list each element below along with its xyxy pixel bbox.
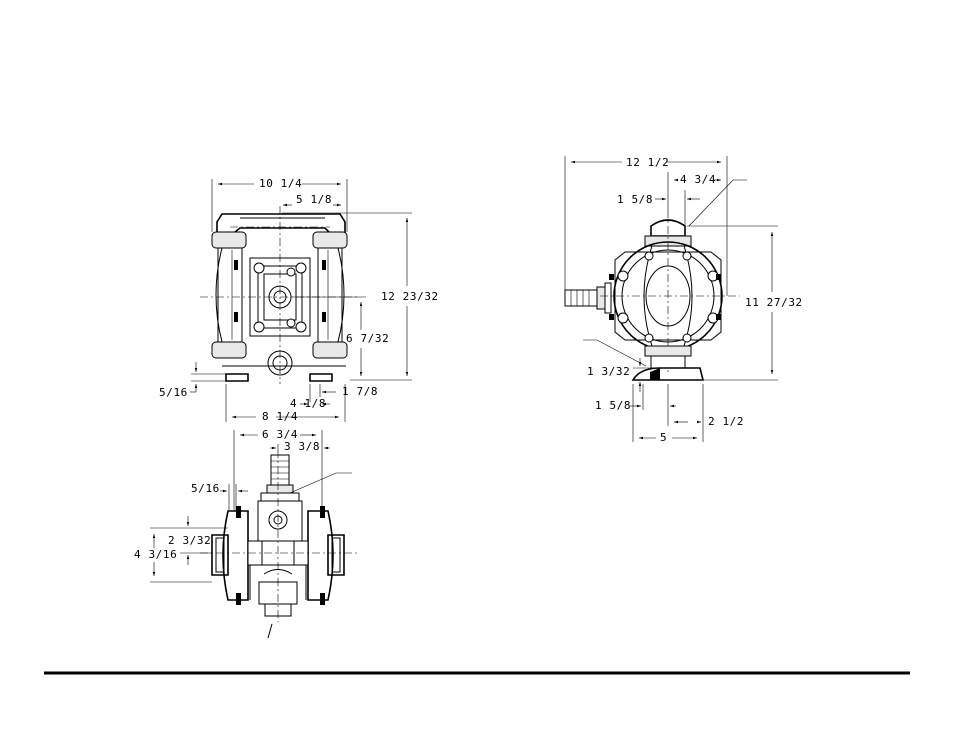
side-dim-base-width: 5 xyxy=(660,431,667,444)
side-dim-outlet-offset: 4 3/4 xyxy=(680,173,716,186)
front-dim-foot-height: 5/16 xyxy=(159,386,188,399)
front-dim-half-width: 5 1/8 xyxy=(296,193,332,206)
side-dim-base-height: 1 3/32 xyxy=(587,365,630,378)
front-pump-body xyxy=(200,206,360,384)
front-dim-foot-offset: 4 1/8 xyxy=(290,397,326,410)
front-view: 10 1/4 5 1/8 12 23/32 6 7/32 5/16 1 7/8 … xyxy=(159,177,439,423)
front-dim-base-width: 8 1/4 xyxy=(262,410,298,423)
top-dim-half: 3 3/8 xyxy=(284,440,320,453)
front-dim-inlet-height: 6 7/32 xyxy=(346,332,389,345)
front-dim-width: 10 1/4 xyxy=(259,177,302,190)
top-dim-offset: 2 3/32 xyxy=(168,534,211,547)
side-dim-outlet: 1 5/8 xyxy=(617,193,653,206)
front-dim-height: 12 23/32 xyxy=(381,290,439,303)
side-dim-overall: 12 1/2 xyxy=(626,156,669,169)
top-view: 6 3/4 3 3/8 5/16 2 3/32 4 3/16 xyxy=(134,428,360,638)
side-view: 12 1/2 4 3/4 1 5/8 11 27/32 1 3/32 1 5/8… xyxy=(565,156,803,444)
side-dim-base-half: 2 1/2 xyxy=(708,415,744,428)
side-dim-height: 11 27/32 xyxy=(745,296,803,309)
top-dim-depth: 4 3/16 xyxy=(134,548,177,561)
top-dim-flange: 5/16 xyxy=(191,482,220,495)
side-pump-body xyxy=(565,210,740,380)
front-dim-foot-center: 1 7/8 xyxy=(342,385,378,398)
side-dim-base-offset: 1 5/8 xyxy=(595,399,631,412)
top-pump-body xyxy=(200,450,360,638)
